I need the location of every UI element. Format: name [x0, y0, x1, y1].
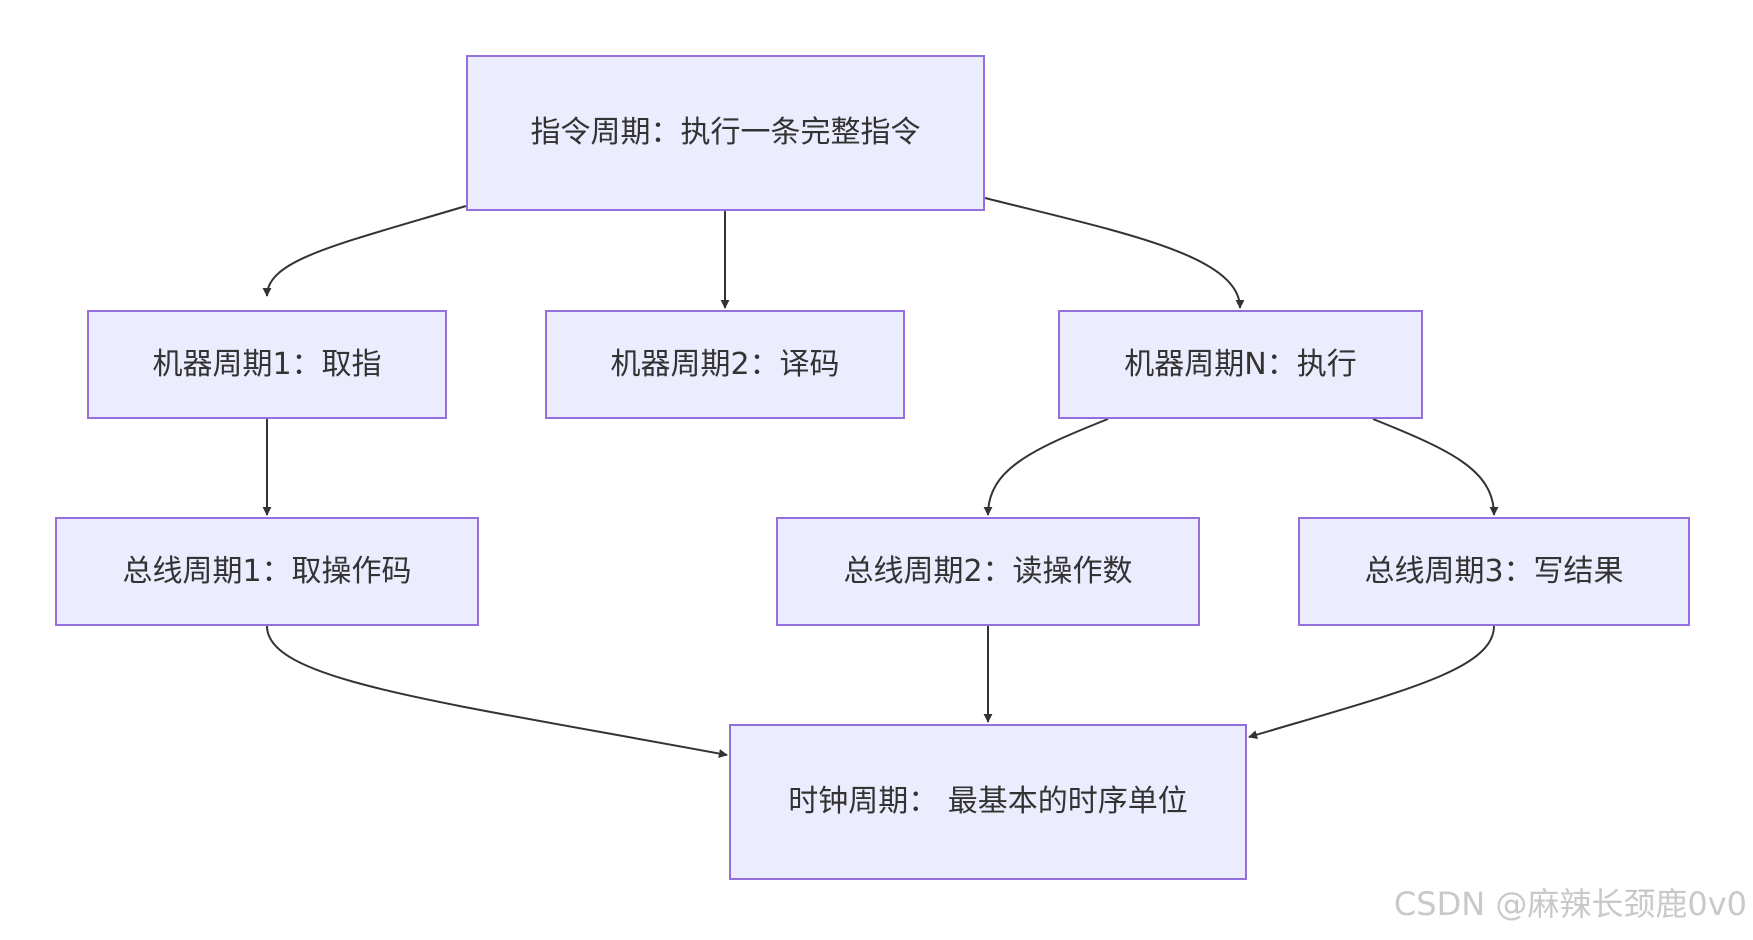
node-instruction-cycle-label: 指令周期：执行一条完整指令 — [530, 115, 921, 150]
node-machine-cycle-1: 机器周期1：取指 — [87, 310, 447, 419]
node-bus-cycle-2: 总线周期2：读操作数 — [776, 517, 1200, 626]
node-machine-cycle-2-label: 机器周期2：译码 — [610, 346, 840, 382]
edge-bus-3-to-clock — [1248, 625, 1495, 739]
edge-machine-n-to-bus-3 — [1372, 418, 1499, 516]
watermark: CSDN @麻辣长颈鹿0v0 — [1393, 885, 1747, 923]
node-bus-cycle-1: 总线周期1：取操作码 — [55, 517, 479, 626]
node-instruction-cycle: 指令周期：执行一条完整指令 — [466, 55, 985, 211]
edge-instruction-to-machine-1 — [262, 205, 467, 297]
node-clock-cycle-label: 时钟周期： 最基本的时序单位 — [788, 784, 1188, 819]
node-bus-cycle-3-label: 总线周期3：写结果 — [1364, 553, 1624, 589]
node-machine-cycle-1-label: 机器周期1：取指 — [152, 346, 382, 382]
node-bus-cycle-2-label: 总线周期2：读操作数 — [843, 553, 1133, 589]
edge-bus-1-to-clock — [266, 625, 728, 758]
edge-machine-n-to-bus-2 — [983, 418, 1109, 516]
node-machine-cycle-n: 机器周期N：执行 — [1058, 310, 1423, 419]
node-machine-cycle-2: 机器周期2：译码 — [545, 310, 905, 419]
node-clock-cycle: 时钟周期： 最基本的时序单位 — [729, 724, 1247, 880]
node-bus-cycle-1-label: 总线周期1：取操作码 — [122, 553, 412, 589]
node-machine-cycle-n-label: 机器周期N：执行 — [1124, 346, 1357, 382]
node-bus-cycle-3: 总线周期3：写结果 — [1298, 517, 1690, 626]
edge-instruction-to-machine-n — [984, 197, 1245, 309]
